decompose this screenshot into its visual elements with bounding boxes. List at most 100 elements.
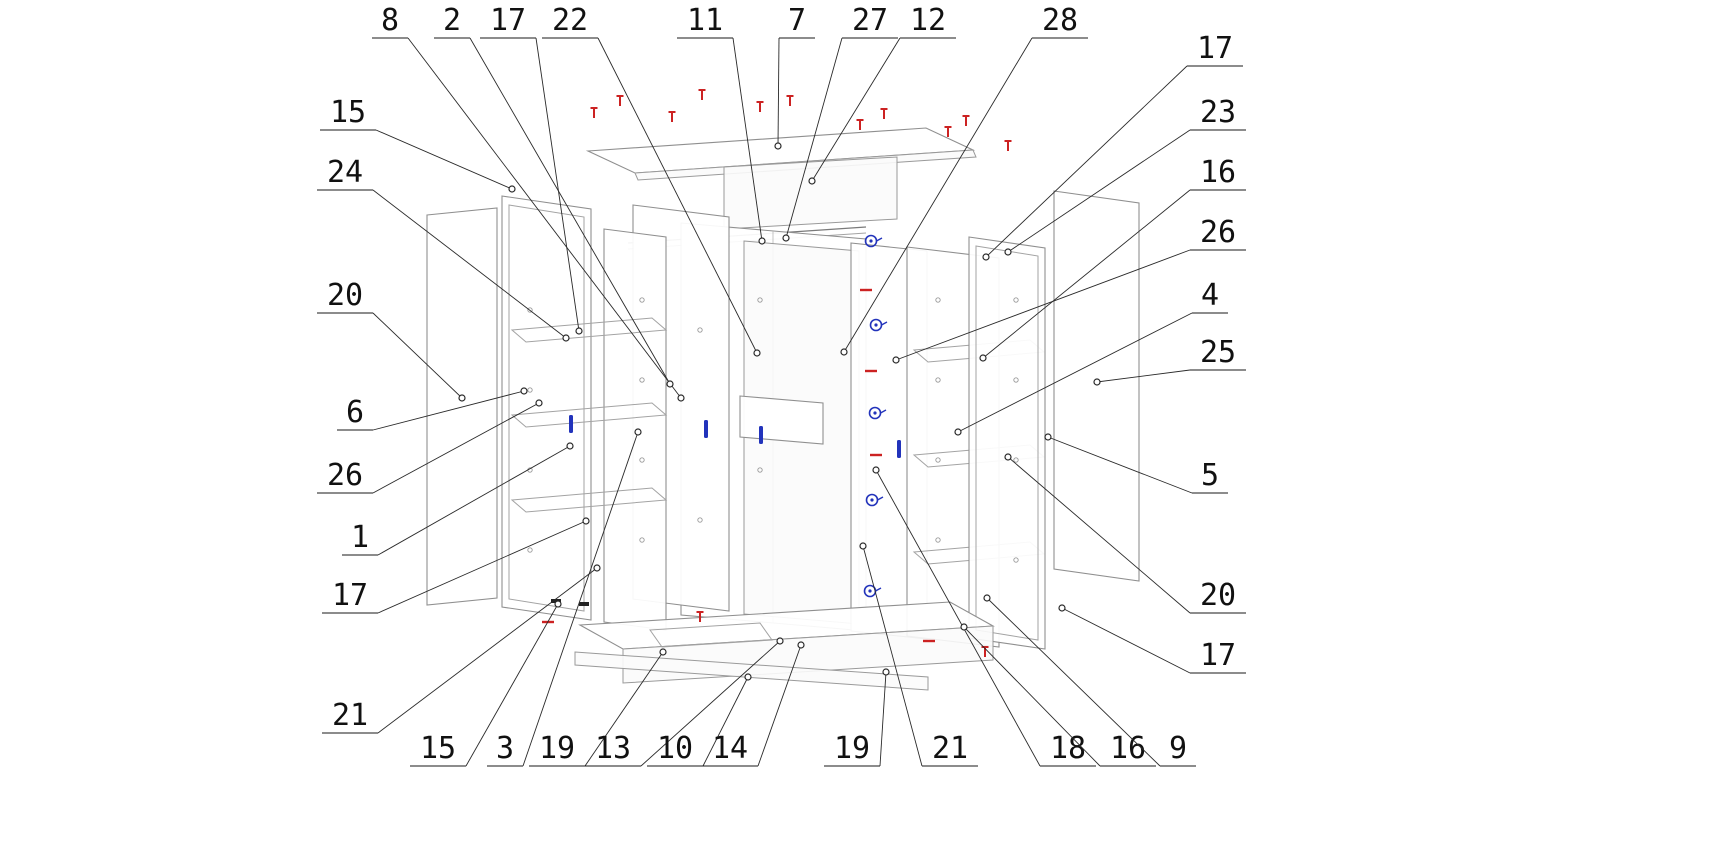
drawer-front-panel <box>739 395 824 445</box>
callout-number: 9 <box>1169 731 1187 766</box>
callout-4: 4 <box>954 278 1228 436</box>
callout-3: 3 <box>487 428 642 767</box>
callout-leader-line <box>372 189 567 339</box>
callout-18: 18 <box>872 466 1096 767</box>
callout-leader-line <box>985 65 1188 258</box>
callout-1: 1 <box>342 442 574 556</box>
callout-6: 6 <box>337 387 528 431</box>
pin-hole <box>757 467 763 473</box>
callout-number: 21 <box>332 698 368 733</box>
callout-number: 19 <box>539 731 575 766</box>
callout-17: 17 <box>322 517 590 614</box>
left-partition-panel <box>603 228 667 631</box>
callout-number: 19 <box>834 731 870 766</box>
callout-25: 25 <box>1093 335 1246 386</box>
callout-number: 1 <box>351 520 369 555</box>
callout-20: 20 <box>317 278 466 402</box>
callout-leader-line <box>584 651 664 767</box>
callout-leader-line <box>469 37 671 385</box>
handle-mark <box>759 426 763 444</box>
base-inner-cutout <box>649 622 773 648</box>
callout-21: 21 <box>322 564 601 734</box>
callout-leader-line <box>957 312 1193 433</box>
pin-hole <box>639 377 645 383</box>
callout-number: 8 <box>381 3 399 38</box>
screw-mark <box>856 119 864 130</box>
callout-22: 22 <box>542 3 761 357</box>
right-door-inner-frame <box>975 245 1039 641</box>
callout-leader-line <box>372 390 525 431</box>
callout-target-dot <box>575 327 583 335</box>
right-outer-side-panel <box>1053 190 1140 582</box>
callout-target-dot <box>979 354 987 362</box>
callout-24: 24 <box>317 155 570 342</box>
screw-mark <box>880 108 888 119</box>
left-door-panel <box>501 195 592 621</box>
callout-number: 21 <box>932 731 968 766</box>
screw-mark <box>962 115 970 126</box>
pin-hole <box>1013 377 1019 383</box>
callout-target-dot <box>982 253 990 261</box>
callout-leader-line <box>1007 456 1191 614</box>
callout-number: 16 <box>1110 731 1146 766</box>
callout-28: 28 <box>840 3 1088 356</box>
callout-number: 3 <box>496 731 514 766</box>
callout-number: 14 <box>712 731 748 766</box>
callout-11: 11 <box>677 3 766 245</box>
callout-leader-line <box>372 402 540 494</box>
callout-2: 2 <box>434 3 674 388</box>
callout-target-dot <box>954 428 962 436</box>
callout-number: 22 <box>552 3 588 38</box>
callout-target-dot <box>744 673 752 681</box>
callout-leader-line <box>1047 436 1193 494</box>
callout-leader-line <box>843 37 1033 353</box>
callout-17: 17 <box>480 3 583 335</box>
callout-target-dot <box>882 668 890 676</box>
callout-leader-line <box>895 249 1191 361</box>
pin-hole <box>1013 457 1019 463</box>
callout-leader-line <box>1061 607 1191 674</box>
callout-target-dot <box>520 387 528 395</box>
callout-target-dot <box>758 237 766 245</box>
callout-7: 7 <box>774 3 815 150</box>
callout-leader-line <box>465 603 559 767</box>
pin-hole <box>697 327 703 333</box>
callout-leader-line <box>1096 369 1191 383</box>
callout-target-dot <box>677 394 685 402</box>
callout-target-dot <box>634 428 642 436</box>
callout-leader-line <box>372 312 463 399</box>
callout-number: 20 <box>1200 578 1236 613</box>
callout-26: 26 <box>317 399 543 494</box>
callout-number: 11 <box>687 3 723 38</box>
screw-mark <box>668 111 676 122</box>
callout-12: 12 <box>808 3 956 185</box>
pin-hole <box>935 537 941 543</box>
callout-target-dot <box>774 142 782 150</box>
callout-leader-line <box>535 37 580 332</box>
callout-9: 9 <box>983 594 1196 767</box>
callout-15: 15 <box>410 600 562 767</box>
callout-leader-line <box>811 37 901 182</box>
callout-number: 27 <box>852 3 888 38</box>
callout-number: 13 <box>595 731 631 766</box>
callout-19: 19 <box>824 668 890 767</box>
callout-leader-line <box>785 37 843 239</box>
callout-leader-line <box>377 520 587 614</box>
callout-target-dot <box>593 564 601 572</box>
callout-leader-line <box>875 469 1041 767</box>
callout-number: 10 <box>657 731 693 766</box>
callout-21: 21 <box>859 542 978 767</box>
callout-27: 27 <box>782 3 898 242</box>
left-door-inner-frame <box>508 204 585 612</box>
callout-number: 24 <box>327 155 363 190</box>
callout-number: 5 <box>1201 458 1219 493</box>
callout-number: 12 <box>910 3 946 38</box>
callout-leader-line <box>377 445 571 556</box>
pin-hole <box>639 457 645 463</box>
callout-target-dot <box>535 399 543 407</box>
pin-hole <box>1013 297 1019 303</box>
callout-5: 5 <box>1044 433 1228 494</box>
pin-hole <box>527 387 533 393</box>
